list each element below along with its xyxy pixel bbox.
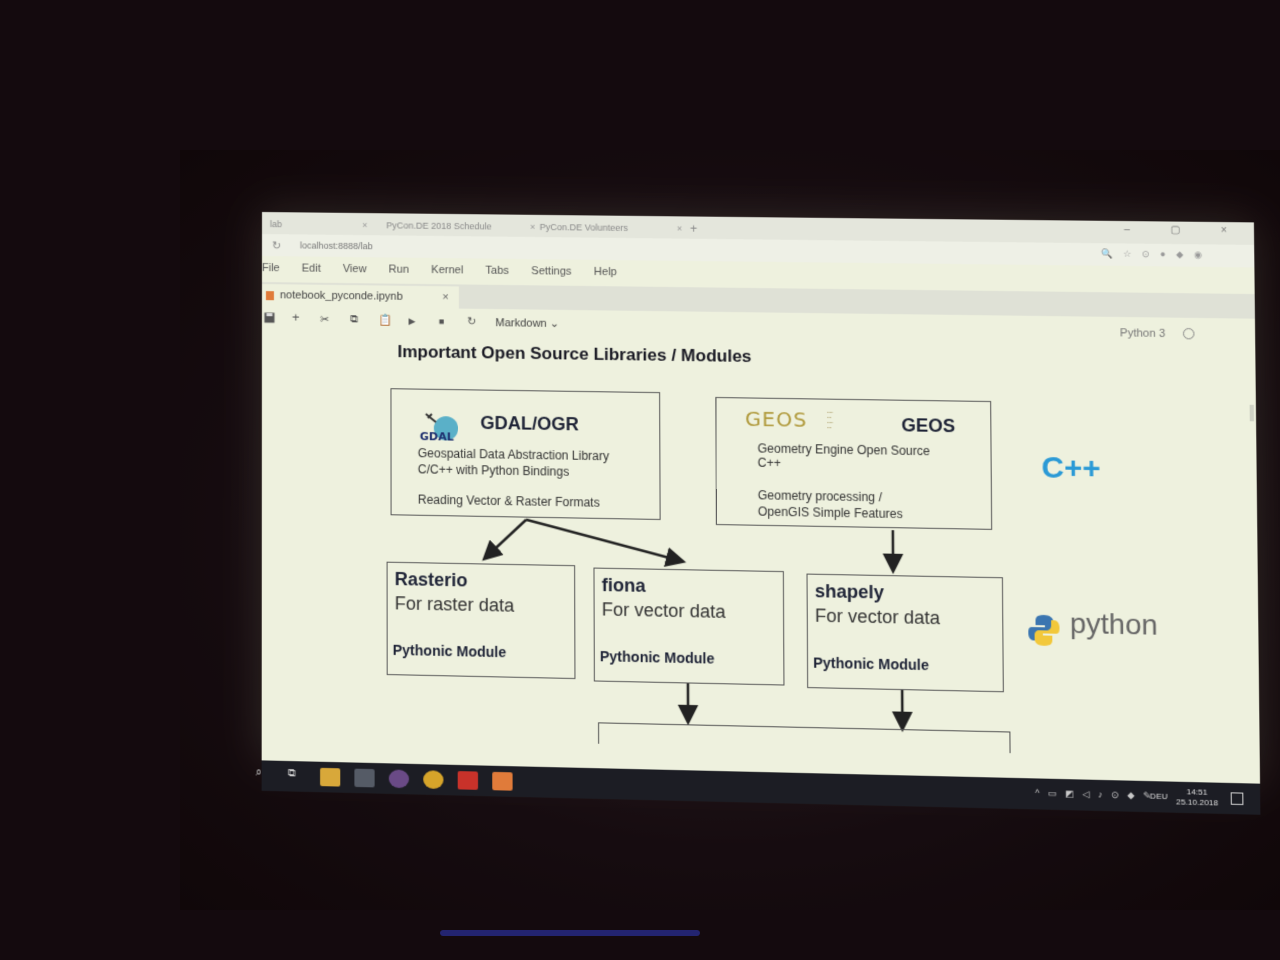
menu-kernel[interactable]: Kernel [431,263,464,277]
url-field[interactable]: localhost:8888/lab [300,240,373,252]
notebook-tab[interactable]: notebook_pyconde.ipynb × [261,284,459,309]
close-icon[interactable]: × [676,223,683,234]
chrome-icon[interactable] [423,770,444,790]
restart-icon[interactable]: ↻ [467,315,477,328]
add-cell-icon[interactable]: + [291,309,300,325]
browser-tab[interactable]: PyCon.DE 2018 Schedule × [386,217,535,235]
diagram-arrows [262,330,1250,776]
run-icon[interactable]: ▶ [408,315,416,327]
browser-tab[interactable]: lab × [270,216,368,233]
clock-time: 14:51 [1186,787,1208,797]
menu-edit[interactable]: Edit [301,262,321,275]
app-window-icon[interactable] [354,768,375,788]
notebook-icon [265,290,274,300]
menu-help[interactable]: Help [593,265,617,279]
browser-tab[interactable]: PyCon.DE Volunteers × [540,219,683,237]
notebook-toolbar: + ✂ ⧉ 📋 ▶ ■ ↻ Markdown ⌄ Python 3 [262,308,1255,343]
clock-date: 25.10.2018 [1176,797,1219,808]
notebook-cell-output: Important Open Source Libraries / Module… [262,330,1260,784]
gdal-logo-text: GDAL [420,430,454,443]
system-tray-icons[interactable]: ^▭◩◁♪⊙◆✎ [1035,787,1160,801]
kernel-status-icon [1182,328,1195,340]
gdal-logo-icon: GDAL [420,410,459,443]
task-view-icon[interactable]: ⧉ [287,767,296,780]
github-icon[interactable] [388,769,410,789]
browser-tab-label: lab [269,219,283,230]
menu-tabs[interactable]: Tabs [485,264,510,277]
file-explorer-icon[interactable] [320,767,341,787]
menu-view[interactable]: View [342,262,367,276]
arrow-gdal-to-fiona [526,520,681,561]
browser-tab-label: PyCon.DE 2018 Schedule [386,220,492,232]
notebook-tab-label: notebook_pyconde.ipynb [279,289,403,303]
cut-icon[interactable]: ✂ [320,313,330,327]
menu-settings[interactable]: Settings [531,265,572,278]
window-controls[interactable]: – ▢ × [1124,224,1246,237]
close-icon[interactable]: × [442,291,449,304]
jupyter-app-icon[interactable] [492,771,513,791]
close-icon[interactable]: × [362,220,368,231]
menu-file[interactable]: File [261,262,280,275]
search-icon[interactable]: ⌕ [255,766,262,779]
floor-light-strip [440,930,700,936]
language-indicator[interactable]: DEU [1149,791,1168,802]
close-icon[interactable]: × [530,221,536,232]
scrollbar-thumb[interactable] [1249,404,1254,422]
menu-run[interactable]: Run [388,263,410,276]
save-icon[interactable] [264,312,275,326]
clock[interactable]: 14:51 25.10.2018 [1176,787,1218,809]
powerpoint-icon[interactable] [457,771,479,790]
stop-icon[interactable]: ■ [438,316,445,327]
notification-icon[interactable] [1230,792,1244,806]
reload-icon[interactable]: ↻ [271,240,282,253]
paste-icon[interactable]: 📋 [378,314,393,327]
extension-icons: 🔍☆⊙●◆◉ [1100,248,1213,260]
arrow-gdal-to-rasterio [486,519,527,558]
browser-tab-label: PyCon.DE Volunteers [539,221,628,233]
new-tab-button[interactable]: + [690,221,698,236]
projected-screen: lab × PyCon.DE 2018 Schedule × PyCon.DE … [262,212,1260,784]
copy-icon[interactable]: ⧉ [350,313,359,326]
kernel-name[interactable]: Python 3 [1119,327,1166,341]
cell-type-select[interactable]: Markdown ⌄ [495,317,560,331]
gdal-box: GDAL GDAL/OGR Geospatial Data Abstractio… [390,388,661,520]
